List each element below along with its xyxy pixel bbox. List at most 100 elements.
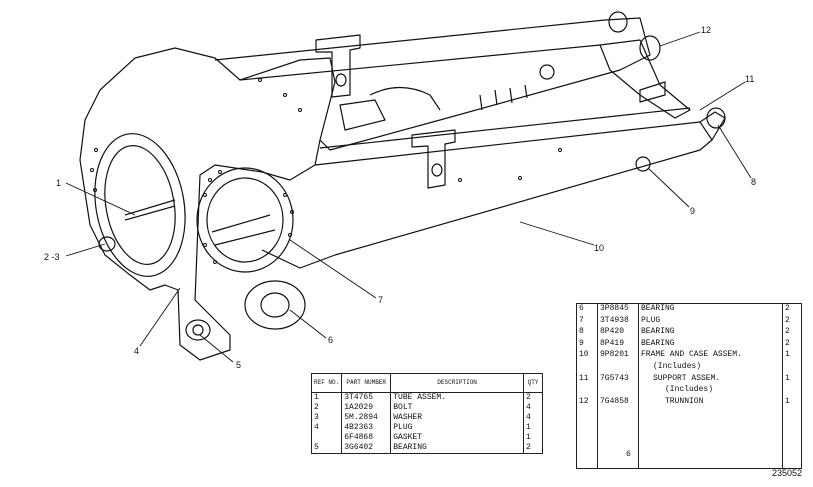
callout-11: 11 bbox=[745, 74, 754, 84]
ref-no: 9 bbox=[576, 338, 598, 351]
description: TRUNNION bbox=[638, 396, 783, 409]
ref-no bbox=[576, 362, 598, 374]
qty: 2 bbox=[785, 304, 790, 313]
description: BEARING bbox=[638, 327, 783, 339]
callout-10: 10 bbox=[594, 243, 604, 253]
main-bore bbox=[196, 167, 294, 273]
callout-1: 1 bbox=[56, 178, 61, 188]
callout-4: 4 bbox=[134, 346, 139, 356]
table-row: (Includes) bbox=[576, 385, 802, 397]
header-qty: QTY bbox=[523, 373, 543, 393]
qty: 4 bbox=[526, 403, 531, 412]
qty: 2 bbox=[785, 327, 790, 337]
part-number: 1A2029 bbox=[341, 403, 392, 413]
part-number: 9P8201 bbox=[597, 350, 639, 363]
ref-no: 7 bbox=[576, 315, 598, 328]
callout-2-3: 2 -3 bbox=[44, 252, 60, 262]
ref-no: 5 bbox=[311, 443, 343, 454]
description: (Includes) bbox=[638, 385, 783, 397]
top-bracket-left bbox=[315, 34, 361, 98]
left-flange bbox=[94, 133, 186, 277]
ref-no: 10 bbox=[576, 350, 598, 363]
qty: 1 bbox=[785, 373, 790, 383]
description: WASHER bbox=[390, 413, 524, 423]
upper-frame-rail bbox=[214, 17, 651, 151]
top-bracket-mid bbox=[411, 129, 456, 189]
part-number: 4B2363 bbox=[341, 423, 392, 433]
description: PLUG bbox=[390, 423, 524, 433]
qty: 2 bbox=[526, 443, 531, 452]
part-number: 6F4868 bbox=[341, 433, 392, 443]
footer-mark: 6 bbox=[597, 408, 639, 469]
description: BEARING bbox=[390, 443, 524, 454]
drawing-number: 235052 bbox=[772, 468, 803, 478]
ref-no: 6 bbox=[576, 303, 598, 316]
callout-9: 9 bbox=[690, 206, 695, 216]
description: SUPPORT ASSEM. bbox=[638, 373, 783, 386]
description: BEARING bbox=[638, 303, 783, 316]
qty: 4 bbox=[526, 413, 531, 422]
ref-no: 8 bbox=[576, 327, 598, 339]
lower-bearing bbox=[185, 319, 211, 341]
ref-no: 2 bbox=[311, 403, 343, 413]
description: (Includes) bbox=[638, 362, 783, 374]
ref-no: 1 bbox=[311, 392, 343, 403]
ref-no bbox=[311, 433, 343, 443]
description: TUBE ASSEM. bbox=[390, 392, 524, 403]
callout-12: 12 bbox=[701, 25, 711, 35]
qty: 1 bbox=[785, 396, 790, 406]
part-number: 7G4858 bbox=[597, 396, 639, 409]
callout-6: 6 bbox=[328, 335, 333, 345]
part-number: 3T4765 bbox=[341, 392, 392, 403]
part-number: 8P419 bbox=[597, 338, 639, 351]
qty: 2 bbox=[785, 338, 790, 348]
qty bbox=[783, 362, 802, 374]
part-number bbox=[597, 362, 639, 374]
description: BOLT bbox=[390, 403, 524, 413]
qty: 2 bbox=[526, 393, 531, 402]
part-number bbox=[597, 385, 639, 397]
header-ref-no: REF NO. bbox=[311, 373, 343, 393]
table-row: 6 bbox=[576, 408, 802, 469]
header-part-number: PART NUMBER bbox=[341, 373, 392, 393]
ref-no: 12 bbox=[576, 396, 598, 409]
callout-7: 7 bbox=[378, 295, 383, 305]
description: FRAME AND CASE ASSEM. bbox=[638, 350, 783, 363]
part-number: 5M.2894 bbox=[341, 413, 392, 423]
ref-no: 3 bbox=[311, 413, 343, 423]
support-arm bbox=[599, 39, 691, 119]
part-number: 3P8845 bbox=[597, 303, 639, 316]
case-housing bbox=[79, 47, 336, 361]
qty: 2 bbox=[785, 315, 790, 325]
ref-no bbox=[576, 385, 598, 397]
ref-no: 11 bbox=[576, 373, 598, 386]
qty bbox=[783, 385, 802, 397]
part-number: 3G6402 bbox=[341, 443, 392, 454]
ref-no: 4 bbox=[311, 423, 343, 433]
part-number: 7G5743 bbox=[597, 373, 639, 386]
part-number: 8P420 bbox=[597, 327, 639, 339]
bearing-boss bbox=[244, 280, 306, 330]
qty: 1 bbox=[785, 350, 790, 360]
lower-box-beam bbox=[261, 107, 713, 269]
qty: 1 bbox=[526, 433, 531, 442]
callout-8: 8 bbox=[751, 177, 756, 187]
part-number: 3T4938 bbox=[597, 315, 639, 328]
table-row: (Includes) bbox=[576, 362, 802, 374]
description: GASKET bbox=[390, 433, 524, 443]
